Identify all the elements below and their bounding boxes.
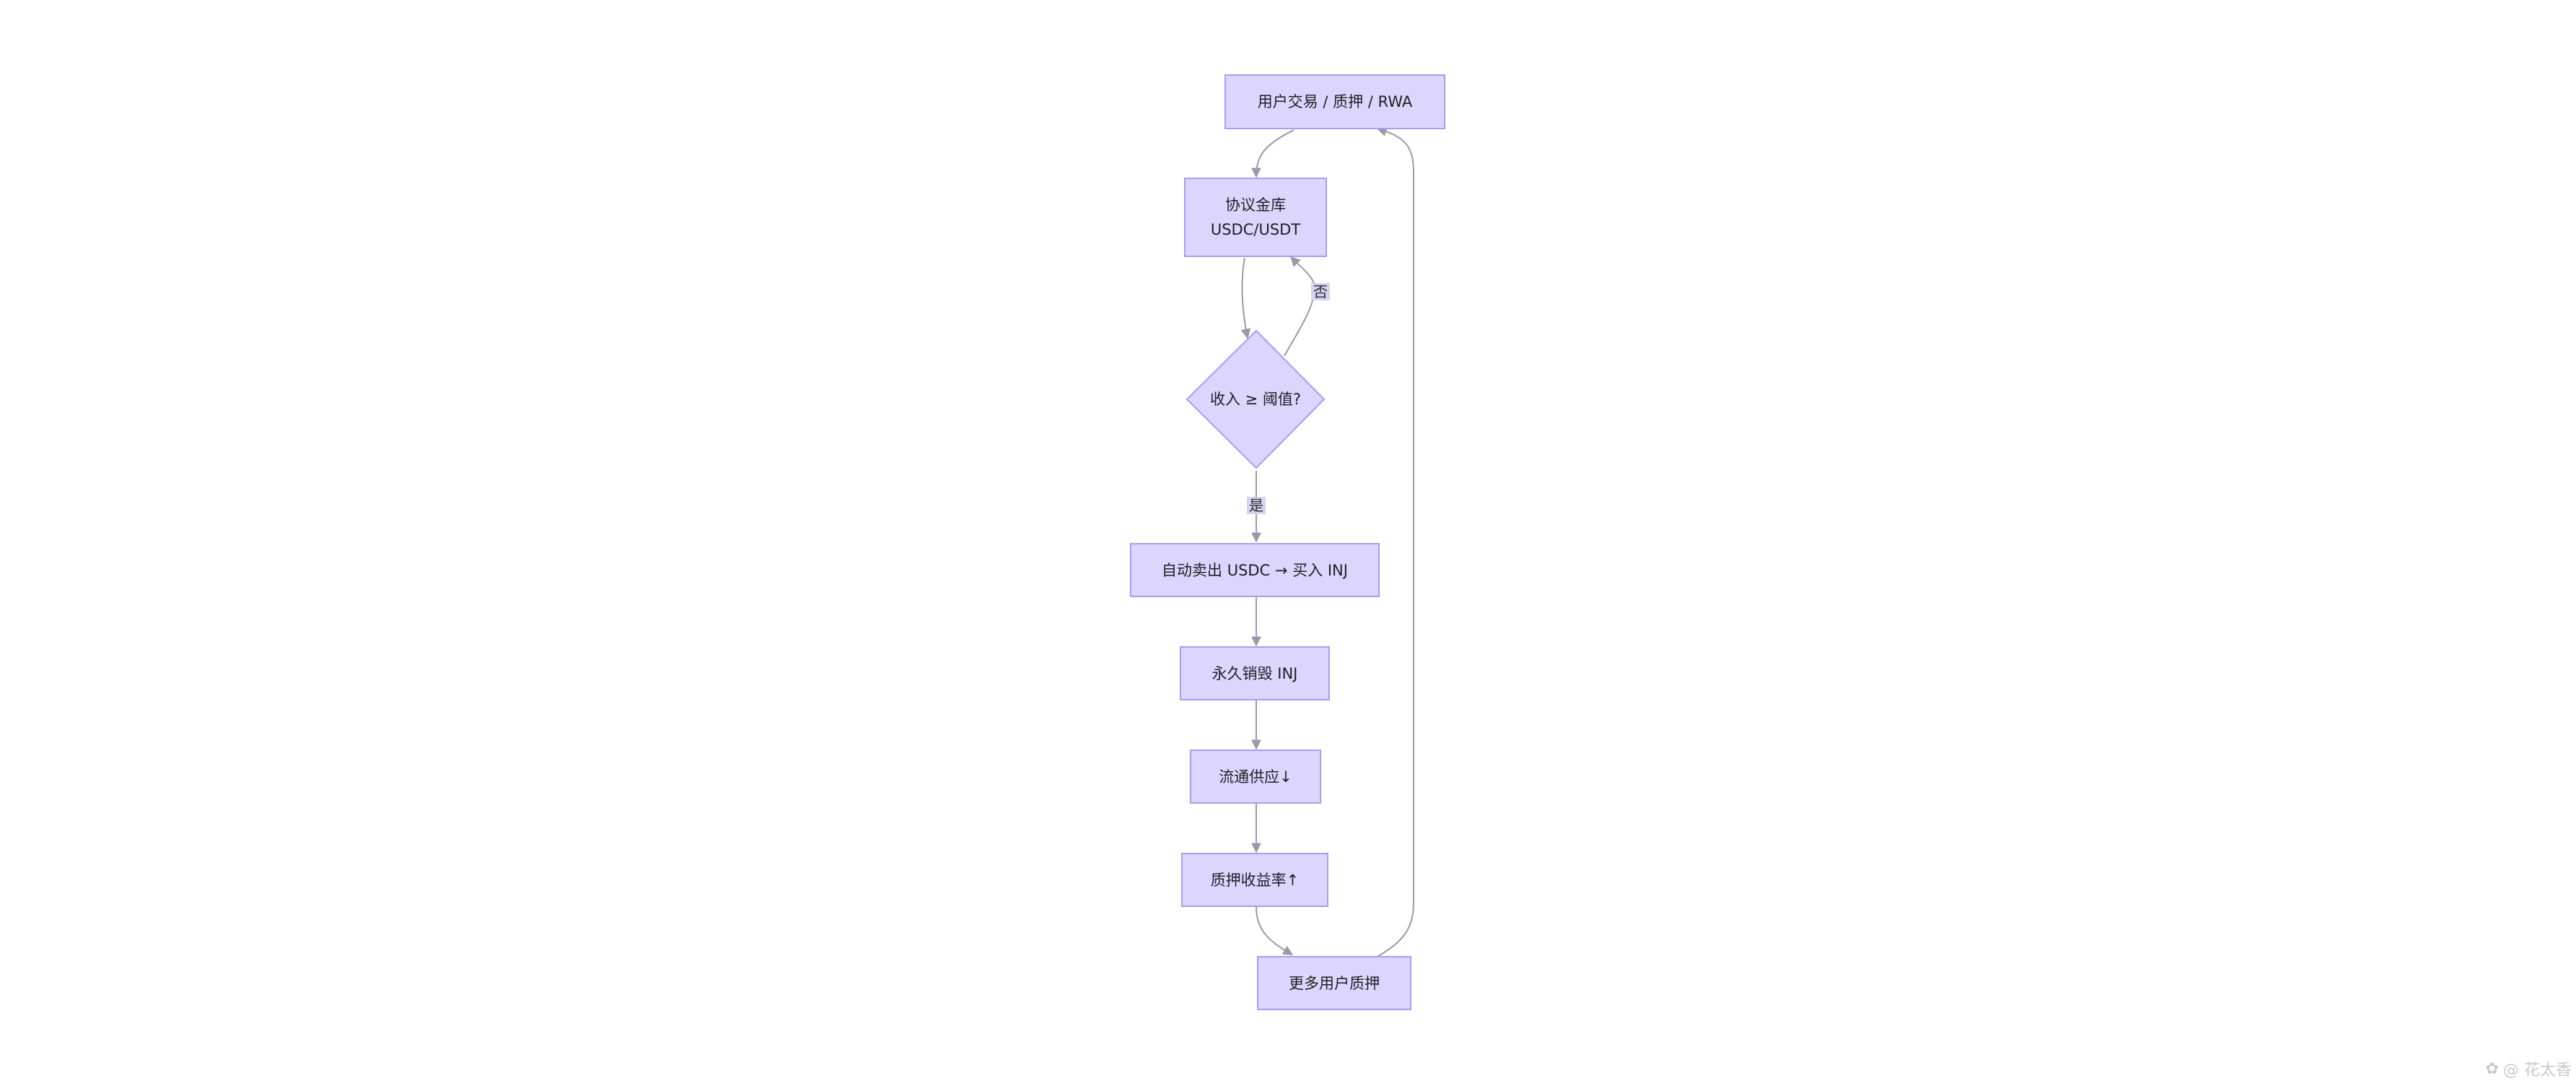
node-auto-swap-label: 自动卖出 USDC → 买入 INJ bbox=[1162, 561, 1348, 579]
node-user-activity: 用户交易 / 质押 / RWA bbox=[1224, 74, 1445, 129]
node-permanent-burn-label: 永久销毁 INJ bbox=[1211, 664, 1298, 682]
watermark: ✿ @ 花太香 bbox=[2486, 1057, 2572, 1080]
node-threshold-decision: 收入 ≥ 阈值? bbox=[1187, 373, 1324, 426]
edge-stakers-back-to-user bbox=[1376, 126, 1414, 957]
node-threshold-decision-label: 收入 ≥ 阈值? bbox=[1209, 391, 1302, 408]
edge-vault-to-decision bbox=[1240, 257, 1251, 339]
edge-user-to-vault bbox=[1251, 129, 1294, 178]
node-staking-yield: 质押收益率↑ bbox=[1181, 853, 1328, 907]
node-auto-swap: 自动卖出 USDC → 买入 INJ bbox=[1130, 543, 1380, 597]
node-protocol-vault-label-line2: USDC/USDT bbox=[1210, 221, 1301, 238]
node-permanent-burn: 永久销毁 INJ bbox=[1180, 646, 1330, 700]
node-circulating-supply: 流通供应↓ bbox=[1190, 750, 1321, 804]
edge-decision-no-to-vault bbox=[1284, 256, 1315, 357]
node-staking-yield-label: 质押收益率↑ bbox=[1210, 871, 1300, 889]
watermark-text: @ 花太香 bbox=[2503, 1061, 2572, 1080]
node-protocol-vault-label-line1: 协议金库 bbox=[1225, 196, 1286, 214]
edge-yield-to-stakers bbox=[1256, 906, 1294, 955]
node-protocol-vault: 协议金库 USDC/USDT bbox=[1184, 178, 1327, 257]
decision-diamond-shape bbox=[1185, 329, 1326, 469]
node-user-activity-label: 用户交易 / 质押 / RWA bbox=[1257, 93, 1413, 110]
gear-flower-icon: ✿ bbox=[2485, 1059, 2499, 1078]
node-circulating-supply-label: 流通供应↓ bbox=[1219, 768, 1292, 786]
node-more-stakers-label: 更多用户质押 bbox=[1289, 974, 1380, 992]
edge-label-yes: 是 bbox=[1247, 497, 1266, 514]
edge-label-no: 否 bbox=[1311, 283, 1330, 300]
node-more-stakers: 更多用户质押 bbox=[1257, 956, 1411, 1010]
